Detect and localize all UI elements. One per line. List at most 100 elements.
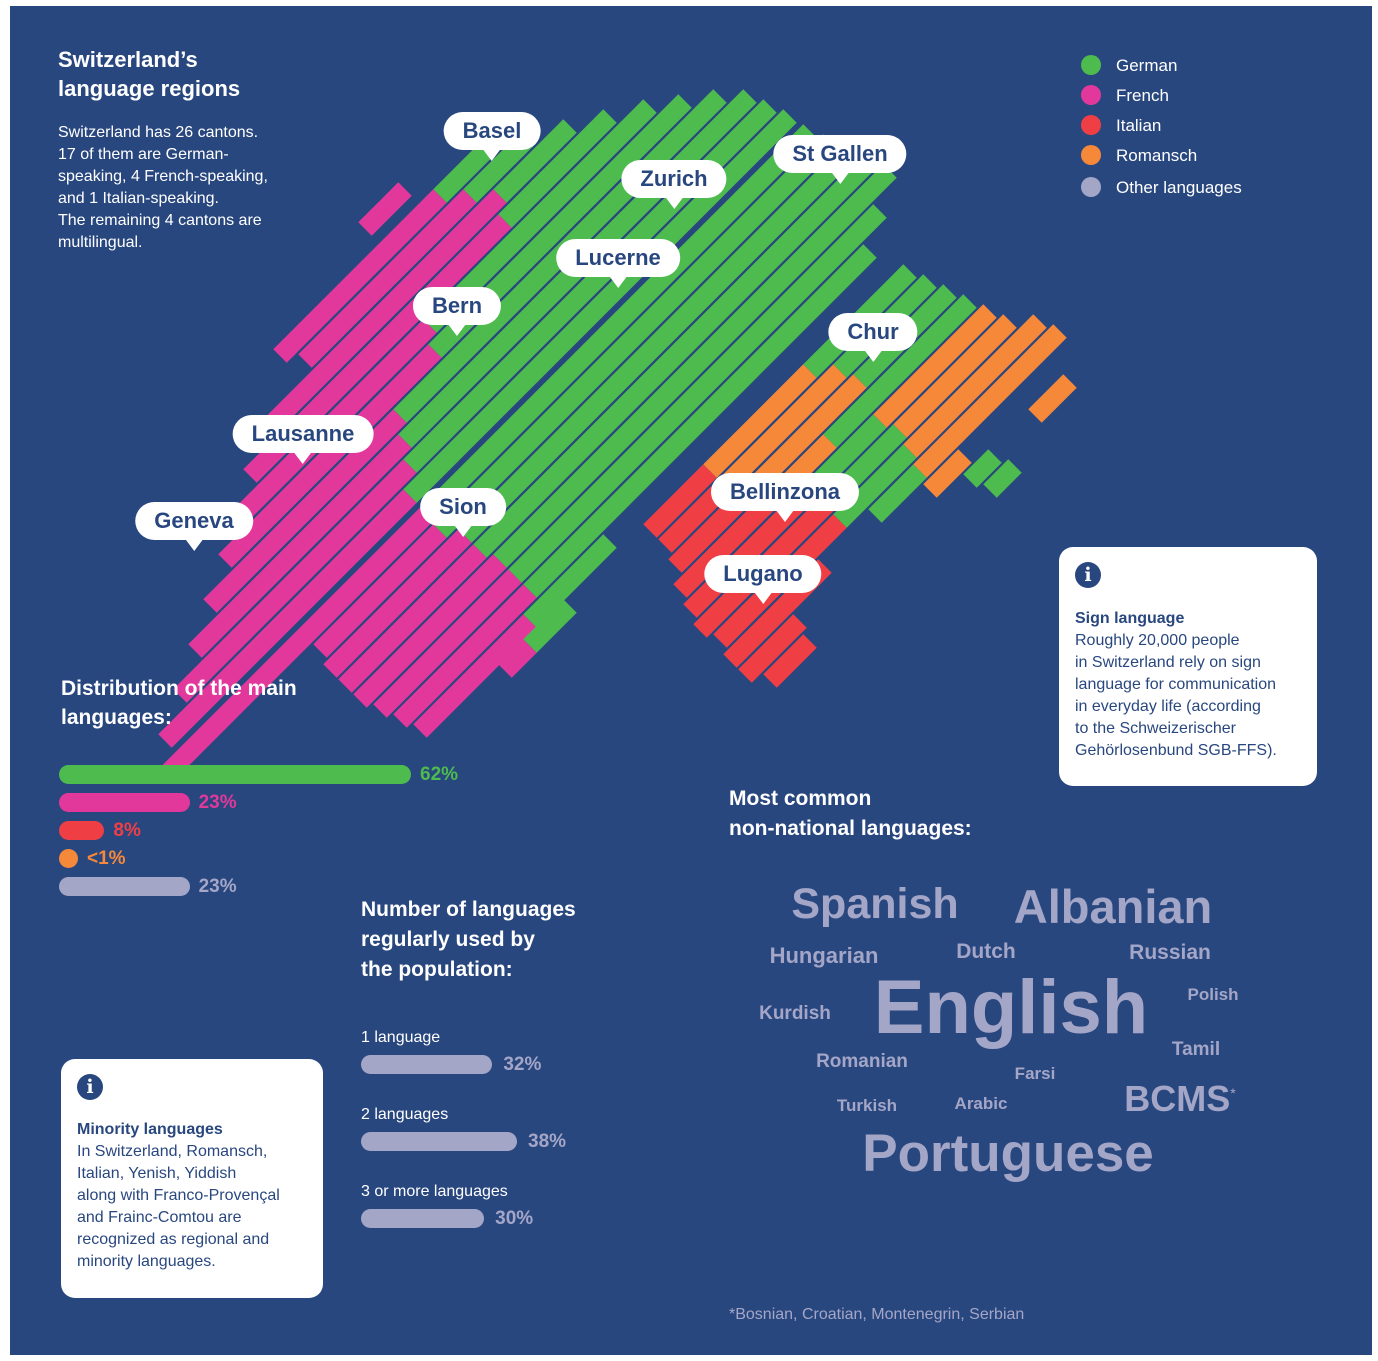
map-stripe-segment [703,364,817,478]
map-stripe-segment [188,434,412,658]
distribution-bar-other [59,877,190,896]
map-stripe-segment [373,569,522,718]
city-label-geneva: Geneva [135,502,253,551]
nol-bar-3 [361,1209,485,1228]
map-stripe-segment [983,459,1022,498]
number-of-languages-title: Number of languages regularly used by th… [361,895,576,985]
non-national-title-line2: non-national languages: [729,817,972,840]
city-label-bern: Bern [412,287,502,336]
map-stripe-segment [493,119,577,203]
map-stripe-segment [338,544,487,693]
map-stripe-segment [323,529,472,678]
nol-title-line2: regularly used by [361,928,535,951]
map-stripe-segment [523,599,577,653]
legend-dot-german [1081,55,1101,75]
map-stripe-segment [173,459,417,703]
distribution-bar-french [59,793,190,812]
word-hungarian: Hungarian [769,943,879,968]
word-turkish: Turkish [836,1096,898,1115]
legend-dot-french [1081,85,1101,105]
map-stripe-segment [743,374,867,498]
intro-line: and 1 Italian-speaking. [58,190,219,207]
city-label-lucerne: Lucerne [556,239,680,288]
map-stripe-segment [458,144,857,543]
city-label-sion: Sion [420,488,506,537]
nol-value-2: 38% [528,1131,567,1152]
map-stripe-segment [158,489,417,748]
word-tamil: Tamil [1171,1039,1221,1060]
distribution-title-line2: languages: [61,706,172,729]
non-national-title-line1: Most common [729,787,872,810]
card-line: in Switzerland rely on sign [1075,654,1261,671]
info-icon: i [77,1074,103,1100]
map-stripe-segment [763,634,817,688]
sign-language-title: Sign language [1075,610,1185,627]
page-title-line1: Switzerland’s [58,47,198,72]
nol-title-line3: the population: [361,958,513,981]
city-label-basel: Basel [443,112,541,161]
minority-languages-card: i Minority languages In Switzerland, Rom… [61,1059,323,1298]
city-label-lausanne: Lausanne [232,415,374,464]
distribution-bar-romansch [59,849,78,868]
intro-line: The remaining 4 cantons are [58,212,262,229]
word-spanish: Spanish [791,880,959,928]
card-line: Roughly 20,000 people [1075,632,1240,649]
map-stripe-segment [393,584,537,728]
card-line: Gehörlosenbund SGB-FFS). [1075,742,1277,759]
nol-label-1: 1 language [361,1029,441,1046]
map-stripe-segment [498,109,617,228]
word-portuguese: Portuguese [862,1124,1154,1183]
word-kurdish: Kurdish [759,1003,831,1024]
page-title-line2: language regions [58,76,241,101]
city-label-lugano: Lugano [704,555,822,604]
map-stripe-segment [473,154,877,558]
city-label-st-gallen: St Gallen [773,135,907,184]
legend-label-other: Other languages [1116,178,1242,197]
card-line: Italian, Yenish, Yiddish [77,1165,237,1182]
intro-line: multilingual. [58,234,143,251]
legend-dot-romansch [1081,145,1101,165]
map-stripe-segment [313,524,447,658]
word-arabic: Arabic [954,1094,1008,1113]
map-stripe-segment [913,324,1067,478]
card-line: language for communication [1075,676,1277,693]
nol-title-line1: Number of languages [361,898,576,921]
city-label-bellinzona: Bellinzona [710,473,860,522]
sign-language-card: i Sign language Roughly 20,000 people in… [1059,547,1317,786]
legend-dot-other [1081,177,1101,197]
map-stripe-segment [493,164,897,568]
map-stripe-segment [423,124,817,518]
word-bcms-text: BCMS [1124,1078,1231,1119]
map-stripe-segment [643,464,717,538]
map-stripe-segment [823,294,977,448]
card-line: minority languages. [77,1253,216,1270]
card-line: recognized as regional and [77,1231,270,1248]
map-stripe-segment [873,304,997,428]
card-line: in everyday life (according [1075,698,1261,715]
map-stripe-segment [893,314,1017,438]
bcms-footnote-mark: * [1230,1085,1236,1101]
map-stripe-segment [403,109,797,503]
legend-dot-italian [1081,115,1101,135]
map-stripe-segment [738,614,807,683]
map-stripe-segment [833,444,917,528]
map-stripe-segment [433,134,837,538]
intro-text: Switzerland has 26 cantons. 17 of them a… [58,122,268,254]
distribution-value-other: 23% [198,876,237,897]
map-stripe-segment [723,364,847,488]
map-stripe-segment [413,614,537,738]
map-stripe-segment [263,189,507,433]
map-stripe-segment [868,464,927,523]
word-bcms: BCMS* [1124,1081,1235,1117]
legend-label-french: French [1116,86,1169,105]
sign-language-body: Roughly 20,000 people in Switzerland rel… [1075,630,1277,762]
word-albanian: Albanian [1013,880,1213,933]
word-dutch: Dutch [956,940,1016,963]
legend-label-german: German [1116,56,1178,75]
distribution-bar-italian [59,821,105,840]
nol-label-3: 3 or more languages [361,1183,508,1200]
map-stripe-segment [508,204,887,583]
info-icon: i [1075,562,1101,588]
card-line: along with Franco-Provençal [77,1187,280,1204]
distribution-bar-german [59,765,411,784]
